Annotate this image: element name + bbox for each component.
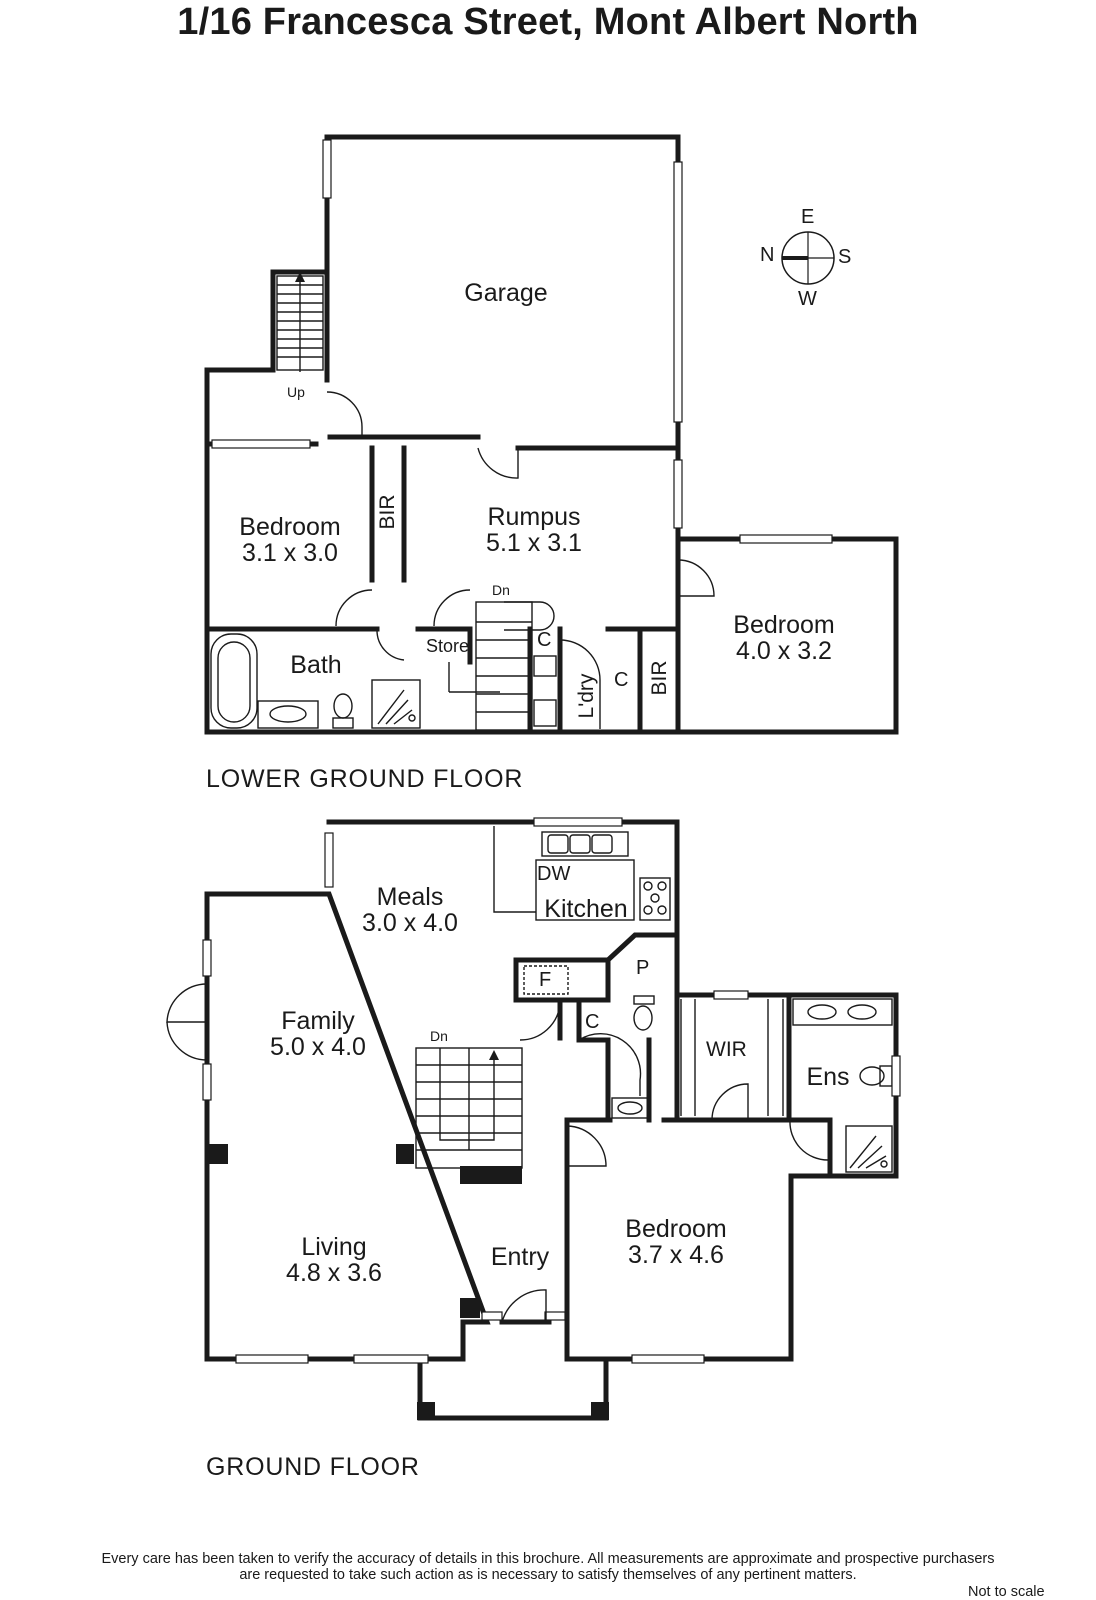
ground-bedroom-label: Bedroom 3.7 x 4.6 bbox=[606, 1216, 746, 1268]
fridge-label: F bbox=[539, 969, 552, 991]
room-dimensions: 5.0 x 4.0 bbox=[270, 1033, 366, 1061]
room-name: Garage bbox=[464, 279, 548, 307]
compass-north-label: N bbox=[760, 244, 775, 266]
bath-label: Bath bbox=[276, 652, 356, 678]
entry-label: Entry bbox=[480, 1244, 560, 1270]
meals-label: Meals 3.0 x 4.0 bbox=[340, 884, 480, 936]
room-dimensions: 3.1 x 3.0 bbox=[242, 539, 338, 567]
room-dimensions: 3.7 x 4.6 bbox=[628, 1241, 724, 1269]
laundry-label: L'dry bbox=[575, 673, 598, 719]
pantry-label: P bbox=[636, 957, 650, 979]
lower-ground-floor-label: LOWER GROUND FLOOR bbox=[206, 765, 524, 793]
compass-south-label: S bbox=[838, 246, 852, 268]
wir-label: WIR bbox=[706, 1038, 747, 1061]
room-dimensions: 3.0 x 4.0 bbox=[362, 909, 458, 937]
disclaimer-line-2: are requested to take such action as is … bbox=[239, 1567, 857, 1583]
room-dimensions: 4.8 x 3.6 bbox=[286, 1259, 382, 1287]
page-title: 1/16 Francesca Street, Mont Albert North bbox=[177, 1, 919, 43]
room-name: Meals bbox=[376, 883, 444, 911]
room-name: Bedroom bbox=[733, 611, 835, 639]
compass-east-label: E bbox=[801, 206, 815, 228]
living-label: Living 4.8 x 3.6 bbox=[264, 1234, 404, 1286]
store-label: Store bbox=[426, 636, 470, 656]
room-name: Family bbox=[281, 1007, 355, 1035]
room-name: Living bbox=[301, 1233, 367, 1261]
lower-bedroom-right-label: Bedroom 4.0 x 3.2 bbox=[714, 612, 854, 664]
bir-label-1: BIR bbox=[376, 494, 399, 530]
disclaimer-line-1: Every care has been taken to verify the … bbox=[101, 1551, 995, 1567]
compass-west-label: W bbox=[798, 288, 817, 310]
stairs-up-label: Up bbox=[287, 384, 305, 400]
kitchen-label: Kitchen bbox=[536, 896, 636, 922]
dishwasher-label: DW bbox=[537, 863, 571, 885]
stairs-down-label-lower: Dn bbox=[492, 582, 510, 598]
stairs-down-label-ground: Dn bbox=[430, 1028, 448, 1044]
cupboard-label-ground: C bbox=[585, 1011, 600, 1033]
rumpus-label: Rumpus 5.1 x 3.1 bbox=[464, 504, 604, 556]
room-name: Bedroom bbox=[239, 513, 341, 541]
room-name: Entry bbox=[490, 1243, 550, 1271]
cupboard-label-2: C bbox=[614, 669, 629, 691]
garage-label: Garage bbox=[446, 280, 566, 306]
cupboard-label-1: C bbox=[537, 629, 552, 651]
family-label: Family 5.0 x 4.0 bbox=[248, 1008, 388, 1060]
room-name: Ens bbox=[806, 1063, 850, 1091]
room-name: Bath bbox=[290, 651, 342, 679]
lower-ground-floor-plan bbox=[204, 134, 899, 735]
room-dimensions: 4.0 x 3.2 bbox=[736, 637, 832, 665]
room-dimensions: 5.1 x 3.1 bbox=[486, 529, 582, 557]
bir-label-2: BIR bbox=[648, 660, 671, 696]
compass-rose bbox=[781, 231, 835, 285]
room-name: Rumpus bbox=[487, 503, 581, 531]
room-name: Kitchen bbox=[544, 895, 628, 923]
ground-floor-label: GROUND FLOOR bbox=[206, 1453, 420, 1481]
ensuite-label: Ens bbox=[798, 1064, 858, 1090]
disclaimer: Every care has been taken to verify the … bbox=[0, 1551, 1096, 1583]
not-to-scale-note: Not to scale bbox=[968, 1584, 1045, 1600]
room-name: Bedroom bbox=[625, 1215, 727, 1243]
ground-floor-plan bbox=[166, 817, 901, 1421]
lower-bedroom-left-label: Bedroom 3.1 x 3.0 bbox=[220, 514, 360, 566]
